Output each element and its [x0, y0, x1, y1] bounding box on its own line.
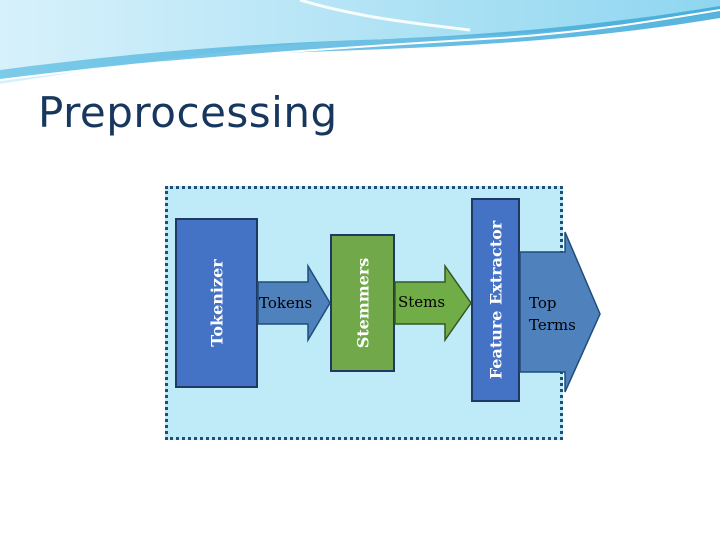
- tokens-label: Tokens: [259, 294, 313, 312]
- header-wave-decoration: [0, 0, 720, 84]
- slide-title: Preprocessing: [38, 88, 338, 137]
- stems-arrow: [394, 263, 472, 343]
- top-terms-line-1: Top: [529, 294, 557, 312]
- tokenizer-box: Tokenizer: [175, 218, 258, 388]
- feature-extractor-box: Feature Extractor: [471, 198, 520, 402]
- tokens-arrow: [257, 263, 331, 343]
- stemmers-box: Stemmers: [330, 234, 395, 372]
- top-terms-arrow: [519, 231, 601, 393]
- top-terms-label: Top Terms: [529, 292, 576, 336]
- stems-label: Stems: [398, 293, 446, 311]
- top-terms-line-2: Terms: [529, 316, 576, 334]
